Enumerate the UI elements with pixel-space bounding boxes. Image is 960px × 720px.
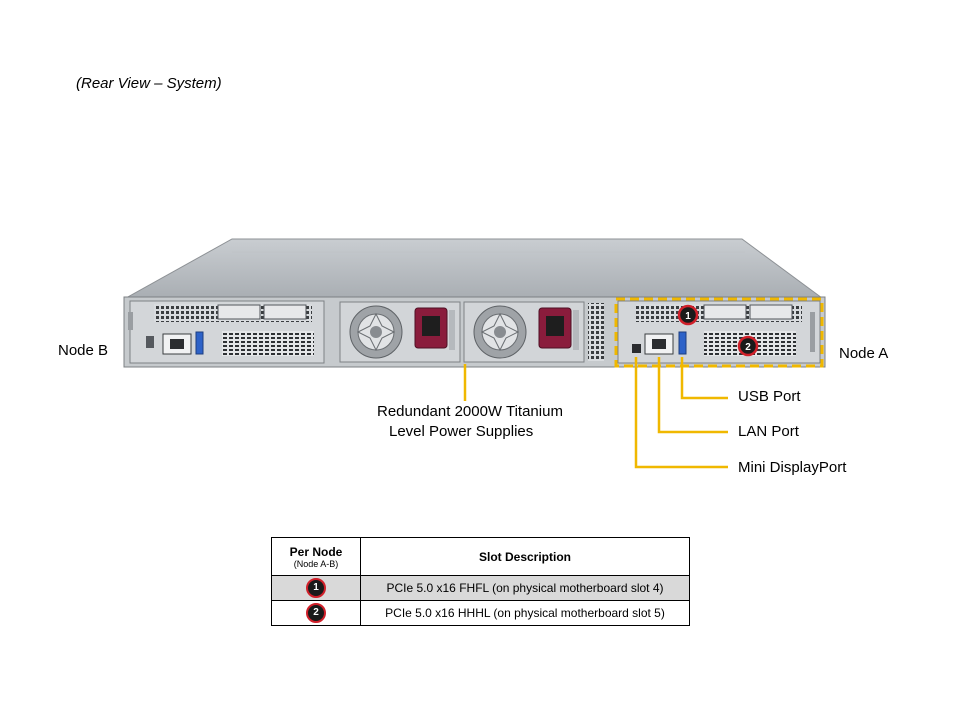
usb-port-label: USB Port — [738, 388, 801, 405]
row-2-number-cell: 2 — [271, 600, 361, 626]
power-supply-1 — [339, 301, 461, 363]
row-1-description: PCIe 5.0 x16 FHFL (on physical motherboa… — [360, 575, 690, 601]
slot-marker-2-number: 2 — [745, 342, 751, 353]
slot-marker-2: 2 — [737, 335, 759, 357]
chassis-top — [124, 238, 824, 299]
slot-marker-1: 1 — [677, 304, 699, 326]
node-a-module — [617, 300, 821, 364]
node-a-mini-displayport — [632, 344, 641, 353]
usb-callout-line — [680, 357, 728, 400]
psu-callout-line-2: Level Power Supplies — [389, 423, 534, 440]
row-1-number-cell: 1 — [271, 575, 361, 601]
header-per-node-title: Per Node — [289, 544, 343, 559]
table-row: 1 PCIe 5.0 x16 FHFL (on physical motherb… — [271, 575, 690, 601]
mini-displayport-label: Mini DisplayPort — [738, 459, 847, 476]
slot-marker-1-number: 1 — [685, 311, 691, 322]
psu-callout-label: Redundant 2000W Titanium Level Power Sup… — [377, 402, 563, 442]
header-per-node-sub: (Node A-B) — [293, 558, 339, 569]
table-row: 2 PCIe 5.0 x16 HHHL (on physical motherb… — [271, 600, 690, 626]
row-2-description: PCIe 5.0 x16 HHHL (on physical motherboa… — [360, 600, 690, 626]
node-b-usb-port — [195, 331, 204, 355]
row-1-marker: 1 — [306, 578, 326, 598]
power-supply-2 — [463, 301, 585, 363]
lan-port-label: LAN Port — [738, 423, 799, 440]
psu-callout-line-1: Redundant 2000W Titanium — [377, 403, 563, 420]
node-a-pcie-slot-1 — [703, 304, 747, 320]
node-b-module — [128, 300, 325, 364]
node-a-highlight-box — [614, 297, 824, 368]
view-title: (Rear View – System) — [76, 75, 222, 92]
header-per-node: Per Node (Node A-B) — [271, 537, 361, 576]
lan-callout-line — [657, 357, 728, 434]
table-header-row: Per Node (Node A-B) Slot Description — [271, 537, 690, 576]
node-b-pcie-slot-1 — [217, 304, 261, 320]
node-b-label: Node B — [58, 342, 109, 359]
slot-description-table: Per Node (Node A-B) Slot Description 1 P… — [271, 537, 690, 626]
row-2-marker: 2 — [306, 603, 326, 623]
mini-dp-callout-line — [634, 357, 728, 469]
header-slot-description: Slot Description — [360, 537, 690, 576]
node-a-usb-port — [678, 331, 687, 355]
node-a-label: Node A — [839, 345, 889, 362]
